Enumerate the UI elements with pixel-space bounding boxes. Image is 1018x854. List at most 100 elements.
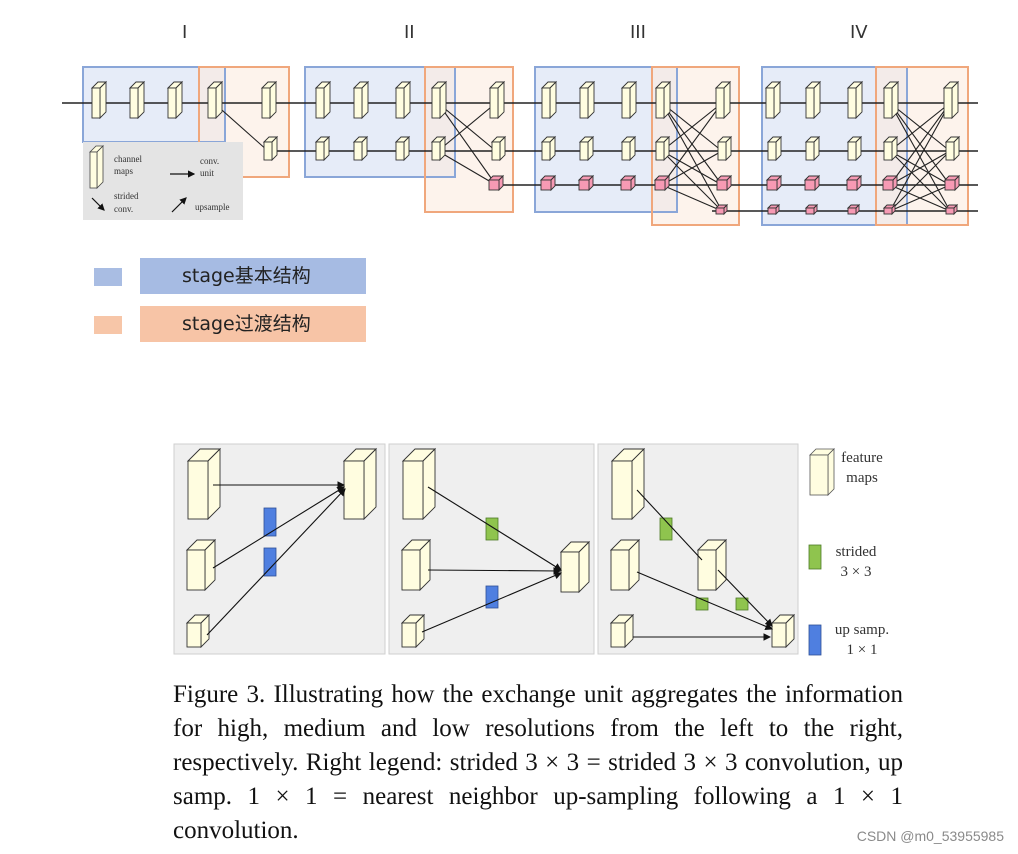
inset-channel-maps-label-2: maps [114,166,133,176]
strided-icon [808,544,822,570]
feature-block-row2-12 [766,135,783,162]
legend-swatch-transition [94,316,122,334]
mid-res-input-2 [400,538,432,592]
feature-block-row2-2 [314,135,331,162]
stage2-basic-box [304,66,456,178]
feature-block-row1-13 [620,80,638,120]
feature-block-row2-5 [430,135,447,162]
feature-block-row3-4 [619,174,637,192]
inset-conv-label-2: unit [200,168,215,178]
inset-conv-label-1: conv. [200,156,219,166]
strided-conv-arrow-icon [91,197,105,211]
feature-block-row4-1 [714,203,729,216]
feature-block-row2-9 [620,135,637,162]
inset-legend: channel maps conv. unit strided conv. up… [83,142,243,220]
high-res-input-3 [610,447,646,521]
intermediate-map [696,538,728,592]
upsample-unit-2 [263,547,277,577]
feature-block-row1-17 [804,80,822,120]
feature-block-row1-3 [166,80,184,120]
feature-block-row2-6 [490,135,507,162]
channel-maps-icon [89,145,104,189]
feature-block-row3-2 [539,174,557,192]
stage4-basic-box [761,66,908,226]
legend-label-transition: stage过渡结构 [140,306,366,342]
feature-block-row3-1 [487,174,505,192]
feature-block-row2-3 [352,135,369,162]
feature-map-blocks [90,80,961,216]
feature-block-row2-14 [846,135,863,162]
stage-boxes [82,66,969,226]
stage-numeral-3: III [630,22,646,43]
legend-feature-label-2: maps [846,470,878,486]
feature-block-row3-8 [803,174,821,192]
feature-block-row2-11 [716,135,733,162]
exchange-connections [213,102,951,212]
stage-legend: stage基本结构 stage过渡结构 [92,258,382,354]
feature-block-row3-9 [845,174,863,192]
figure-caption: Figure 3. Illustrating how the exchange … [173,681,903,844]
panel-medium [388,443,595,655]
feature-maps-icon [809,448,835,496]
high-res-input-2 [401,447,437,521]
feature-block-row1-7 [352,80,370,120]
feature-block-row1-6 [314,80,332,120]
feature-block-row4-3 [804,203,819,216]
legend-swatch-basic [94,268,122,286]
feature-block-row1-2 [128,80,146,120]
watermark: CSDN @m0_53955985 [856,828,1004,844]
feature-block-row3-3 [577,174,595,192]
mid-res-input-3 [609,538,641,592]
exchange-blocks [185,447,796,649]
panel-high-arrows [206,481,346,636]
low-res-input [185,613,211,649]
feature-block-row2-7 [540,135,557,162]
feature-block-row1-19 [882,80,900,120]
feature-block-row2-15 [882,135,899,162]
stage4-transition-box [875,66,969,226]
feature-block-row4-6 [944,203,959,216]
feature-block-row3-7 [765,174,783,192]
feature-block-row3-5 [653,174,671,192]
strided-unit-4 [735,597,749,611]
feature-block-row1-1 [90,80,108,120]
panel-low-arrows [633,489,774,641]
stage1-transition-box [198,66,290,178]
legend-row-basic: stage基本结构 [92,258,382,298]
legend-upsamp-label-1: up samp. [835,622,889,638]
stage-numeral-2: II [404,22,415,43]
upsample-icon [808,624,822,656]
bottom-legend: feature maps strided 3 × 3 up samp. 1 × … [808,448,889,658]
stage-numeral-1: I [182,22,188,43]
feature-block-row3-11 [943,174,961,192]
feature-block-row1-16 [764,80,782,120]
feature-block-row2-8 [578,135,595,162]
upsample-unit-1 [263,507,277,537]
stage2-transition-box [424,66,514,213]
legend-strided-label-1: strided [836,544,877,560]
feature-block-row2-10 [654,135,671,162]
inset-upsample-label: upsample [195,202,230,212]
feature-block-row1-15 [714,80,732,120]
panel-low [597,443,799,655]
low-res-input-2 [400,613,426,649]
strided-unit-1 [485,517,499,541]
feature-block-row2-13 [804,135,821,162]
low-res-input-3 [609,613,635,649]
inset-channel-maps-label-1: channel [114,154,142,164]
feature-block-row1-14 [654,80,672,120]
high-res-output [342,447,378,521]
hrnet-stage-diagram: channel maps conv. unit strided conv. up… [62,66,978,226]
feature-block-row4-5 [882,203,897,216]
feature-block-row1-11 [540,80,558,120]
feature-block-row1-10 [488,80,506,120]
mid-res-output [559,540,591,594]
feature-block-row2-1 [262,135,279,162]
stage-numeral-4: IV [850,22,868,43]
legend-strided-label-2: 3 × 3 [841,564,872,580]
feature-block-row1-12 [578,80,596,120]
feature-block-row3-6 [715,174,733,192]
legend-label-basic: stage基本结构 [140,258,366,294]
legend-feature-label-1: feature [841,450,883,466]
legend-row-transition: stage过渡结构 [92,306,382,346]
